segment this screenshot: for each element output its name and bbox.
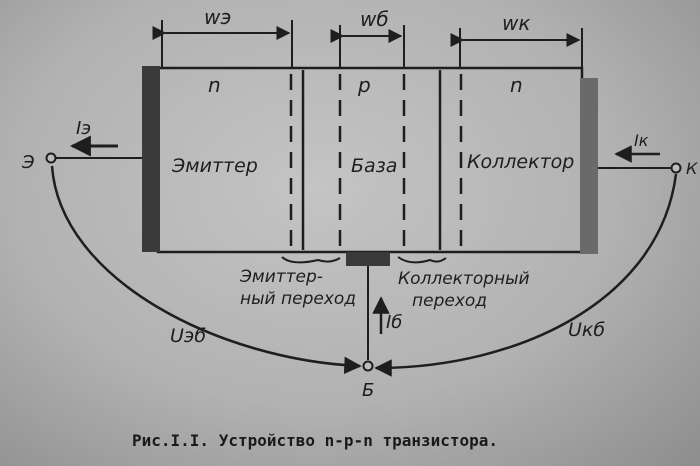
emitter-width-label: wэ [204,5,231,29]
collector-type-label: n [510,73,523,97]
collector-base-voltage-label: Uкб [568,319,605,341]
emitter-type-label: n [208,73,221,97]
emitter-base-voltage-arc [50,165,362,375]
depletion-boundaries [289,74,463,250]
collector-width-label: wк [502,11,530,35]
emitter-junction-label-2: ный переход [240,289,356,309]
collector-base-voltage-arc [374,173,678,377]
collector-junction-label-1: Коллекторный [398,269,530,289]
emitter-region-label: Эмиттер [171,155,258,177]
collector-terminal-label: К [686,159,698,178]
width-dimensions [152,20,583,68]
collector-region-label: Коллектор [467,151,574,173]
base-type-label: p [357,73,371,97]
collector-junction-label-2: переход [412,291,487,311]
emitter-contact [142,66,160,252]
base-width-label: wб [360,7,389,31]
base-current-label: Iб [386,312,402,333]
collector-contact [580,78,598,254]
emitter-terminal [45,152,57,164]
emitter-current-label: Iэ [76,118,91,139]
base-contact [346,252,390,266]
emitter-junction-brace [281,256,341,264]
emitter-base-voltage-label: Uэб [170,325,206,347]
emitter-junction-label-1: Эмиттер- [239,267,323,287]
collector-terminal [670,162,682,174]
collector-junction-brace [397,256,447,264]
collector-current-label: Iк [634,131,649,150]
emitter-terminal-label: Э [21,152,35,173]
figure-caption: Рис.I.I. Устройство n-p-n транзистора. [132,431,498,450]
base-region-label: База [351,155,397,177]
base-terminal [362,360,374,372]
base-terminal-label: Б [362,380,374,401]
